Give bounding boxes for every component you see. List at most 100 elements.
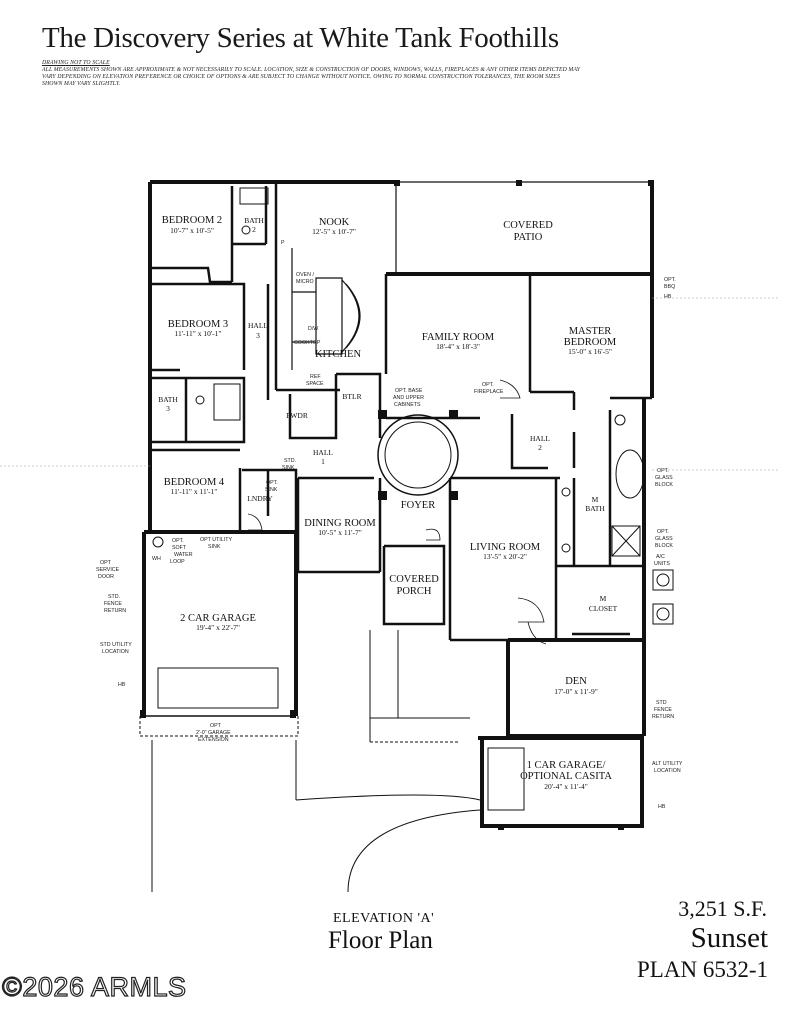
hall-2-num: 2 (538, 443, 542, 452)
garage-2-dims: 19'-4" x 22'-7" (196, 623, 240, 632)
master-closet-label: M (600, 594, 607, 603)
ac-note: A/C (656, 554, 665, 560)
master-bedroom-dims: 15'-0" x 16'-5" (568, 347, 612, 356)
elevation-label: ELEVATION 'A' (333, 911, 435, 926)
square-footage: 3,251 S.F. (678, 896, 767, 921)
opt-utility-note: OPT UTILITY (200, 537, 232, 543)
std-sink-note: STD. (284, 458, 296, 464)
covered-patio-label-2: PATIO (514, 232, 543, 243)
watermark: ©2026 ARMLS (1, 971, 187, 1002)
page-title: The Discovery Series at White Tank Footh… (42, 22, 559, 54)
disclaimer-heading: DRAWING NOT TO SCALE (42, 60, 110, 66)
kitchen-label: KITCHEN (315, 349, 361, 360)
nook-dims: 12'-5" x 10'-7" (312, 227, 356, 236)
hose-bib-right-note: HB (658, 804, 666, 810)
bedroom-3-dims: 11'-11" x 10'-1" (174, 329, 221, 338)
laundry-label: LNDRY (247, 494, 273, 503)
bath-3-num: 3 (166, 404, 170, 413)
glass-block-opt-note: OPT. (657, 468, 669, 474)
bedroom-2-label: BEDROOM 2 (162, 215, 222, 226)
upper-note: AND UPPER (393, 395, 424, 401)
kitchen-island (291, 248, 361, 370)
bath-2-label: BATH (244, 216, 264, 225)
opt-sink-note-2: SINK (265, 487, 278, 493)
bedroom-4-dims: 11'-11" x 11'-1" (171, 487, 218, 496)
guide-lines (0, 297, 780, 471)
std-utility-note: STD UTILITY (100, 642, 132, 648)
disclaimer-text: ALL MEASUREMENTS SHOWN ARE APPROXIMATE &… (42, 67, 580, 87)
foyer-rotunda (377, 410, 459, 500)
hall-2-label: HALL (530, 434, 550, 443)
block-2-note: BLOCK (655, 543, 673, 549)
patio-posts (140, 180, 654, 830)
bedroom-2-dims: 10'-7" x 10'-5" (170, 226, 214, 235)
garage-1-label: 1 CAR GARAGE/ (527, 760, 606, 771)
bath-2-num: 2 (252, 225, 256, 234)
fireplace-opt-note: OPT. (482, 382, 494, 388)
units-note: UNITS (654, 561, 670, 567)
opt-bbq-note: OPT. (664, 277, 676, 283)
bath-3-label: BATH (158, 395, 178, 404)
pantry-note: P (281, 240, 285, 246)
nook-label: NOOK (319, 217, 350, 228)
glass-block-2-opt-note: OPT. (657, 529, 669, 535)
ac-units (652, 569, 674, 625)
model-name: Sunset (690, 922, 768, 954)
dining-room-dims: 10'-5" x 11'-7" (318, 528, 362, 537)
patio-outline (395, 181, 652, 274)
opt-service-note: OPT (100, 560, 112, 566)
space-note: SPACE (306, 381, 324, 387)
glass-note: GLASS (655, 475, 673, 481)
opt-base-note: OPT. BASE (395, 388, 423, 394)
driveway (151, 630, 481, 893)
den-label: DEN (565, 676, 587, 687)
fence-right-note: FENCE (654, 707, 672, 713)
garage-1-dims: 20'-4" x 11'-4" (544, 782, 588, 791)
small-notes: P OVEN / MICRO D/W COOKTOP REF SPACE OPT… (96, 240, 683, 810)
covered-patio-label: COVERED (503, 220, 553, 231)
return-right-note: RETURN (652, 714, 674, 720)
disclaimer: DRAWING NOT TO SCALE ALL MEASUREMENTS SH… (42, 60, 582, 88)
opt-sink-note: OPT. (266, 480, 278, 486)
std-fence-right-note: STD (656, 700, 667, 706)
foyer-label: FOYER (401, 500, 435, 511)
hall-1-num: 1 (321, 457, 325, 466)
glass-2-note: GLASS (655, 536, 673, 542)
hose-bib-top-note: HB (664, 294, 672, 300)
hose-bib-left-note: HB (118, 682, 126, 688)
micro-note: MICRO (296, 279, 314, 285)
return-note: RETURN (104, 608, 126, 614)
bedroom-3-label: BEDROOM 3 (168, 319, 228, 330)
exterior-walls (142, 180, 654, 828)
family-room-dims: 18'-4" x 18'-3" (436, 342, 480, 351)
master-bath-label: M (592, 495, 599, 504)
opt-utility-sink-note: SINK (208, 544, 221, 550)
garage-2-label: 2 CAR GARAGE (180, 613, 256, 624)
service-note: SERVICE (96, 567, 120, 573)
master-bedroom-label: MASTER (569, 326, 612, 337)
master-bedroom-label-2: BEDROOM (564, 337, 617, 348)
btlr-label: BTLR (342, 392, 361, 401)
door-note: DOOR (98, 574, 114, 580)
oven-note: OVEN / (296, 272, 314, 278)
std-sink-note-2: SINK (282, 465, 295, 471)
fireplace-note: FIREPLACE (474, 389, 504, 395)
bbq-note: BBQ (664, 284, 675, 290)
pwdr-label: PWDR (286, 411, 308, 420)
floor-plan-label: Floor Plan (328, 927, 433, 954)
plan-number: PLAN 6532-1 (637, 957, 768, 982)
covered-porch-label: COVERED (389, 574, 439, 585)
ref-note: REF (310, 374, 321, 380)
loop-note: LOOP (170, 559, 185, 565)
utility-location-note: LOCATION (102, 649, 129, 655)
dining-room-label: DINING ROOM (304, 518, 376, 529)
living-room-label: LIVING ROOM (470, 542, 541, 553)
soft-water-opt-note: OPT. (172, 538, 184, 544)
hall-1-label: HALL (313, 448, 333, 457)
garage-ext-opt-note: OPT (210, 723, 222, 729)
bedroom-4-label: BEDROOM 4 (164, 477, 225, 488)
garage-ext-note: 2'-0" GARAGE (196, 730, 231, 736)
alt-utility-location-note: LOCATION (654, 768, 681, 774)
soft-note: SOFT (172, 545, 187, 551)
